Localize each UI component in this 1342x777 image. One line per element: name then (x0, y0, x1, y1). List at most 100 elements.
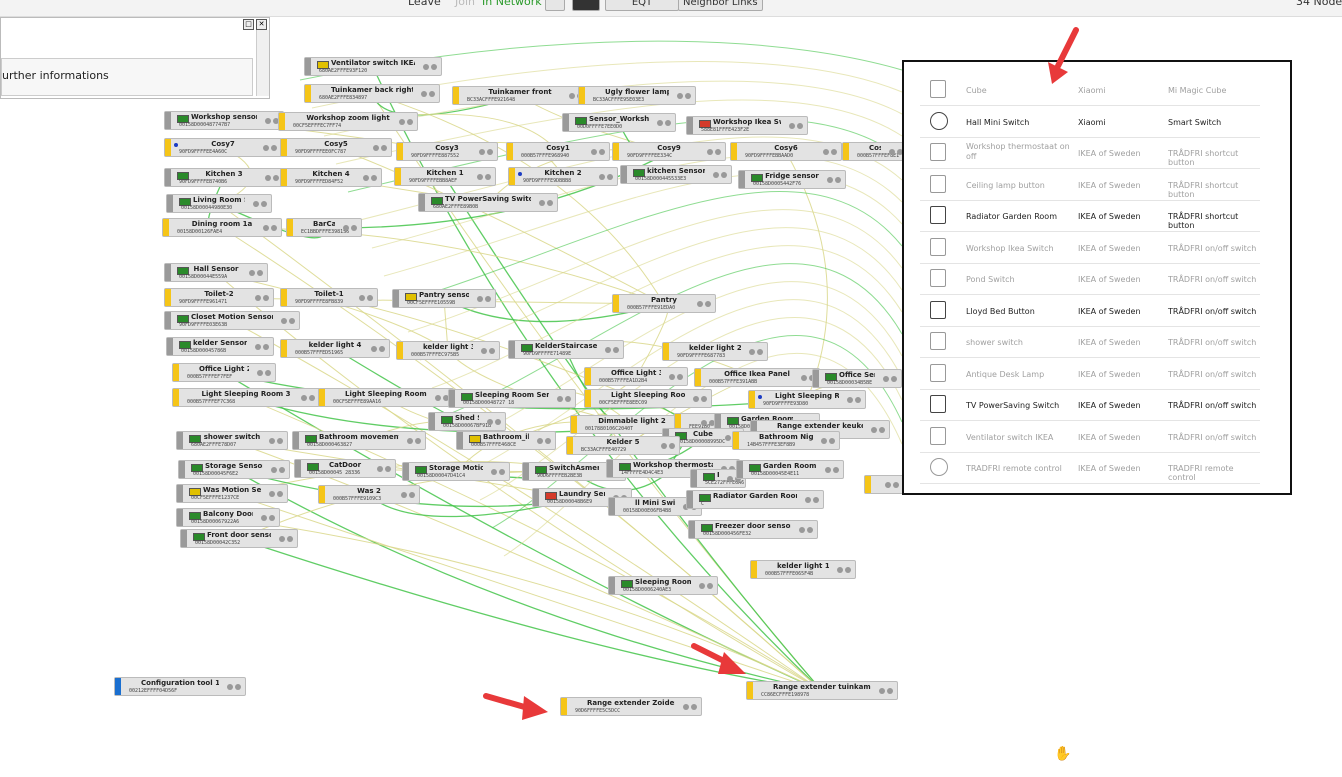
maximize-icon[interactable]: □ (243, 19, 254, 30)
node-port-icon[interactable] (435, 395, 441, 401)
node-port-icon[interactable] (431, 64, 437, 70)
network-node[interactable]: Storage Motion00158D00047D41C4 (402, 462, 510, 481)
node-port-icon[interactable] (263, 145, 269, 151)
node-port-icon[interactable] (879, 427, 885, 433)
node-port-icon[interactable] (289, 318, 295, 324)
node-port-icon[interactable] (707, 583, 713, 589)
node-port-icon[interactable] (599, 149, 605, 155)
node-port-icon[interactable] (265, 175, 271, 181)
node-port-icon[interactable] (227, 684, 233, 690)
node-port-icon[interactable] (697, 301, 703, 307)
node-port-icon[interactable] (613, 347, 619, 353)
node-port-icon[interactable] (735, 476, 741, 482)
network-node[interactable]: St (864, 475, 904, 494)
node-port-icon[interactable] (491, 469, 497, 475)
node-port-icon[interactable] (421, 91, 427, 97)
network-node[interactable]: Living Room Sensor00158D00044980E30 (166, 194, 272, 213)
node-port-icon[interactable] (271, 225, 277, 231)
node-port-icon[interactable] (371, 346, 377, 352)
node-port-icon[interactable] (269, 515, 275, 521)
node-port-icon[interactable] (721, 172, 727, 178)
node-port-icon[interactable] (477, 174, 483, 180)
node-port-icon[interactable] (879, 688, 885, 694)
node-port-icon[interactable] (605, 347, 611, 353)
node-port-icon[interactable] (477, 296, 483, 302)
node-port-icon[interactable] (709, 420, 715, 426)
node-port-icon[interactable] (883, 376, 889, 382)
node-port-icon[interactable] (277, 491, 283, 497)
node-port-icon[interactable] (665, 120, 671, 126)
node-port-icon[interactable] (309, 395, 315, 401)
node-port-icon[interactable] (479, 149, 485, 155)
network-node[interactable]: Garden Room 200158D00045E4E11 (736, 460, 844, 479)
node-port-icon[interactable] (827, 177, 833, 183)
node-port-icon[interactable] (887, 688, 893, 694)
neighbor-links-button[interactable]: Neighbor Links (678, 0, 763, 11)
node-port-icon[interactable] (371, 175, 377, 181)
node-port-icon[interactable] (377, 466, 383, 472)
node-port-icon[interactable] (813, 497, 819, 503)
node-port-icon[interactable] (415, 438, 421, 444)
join-button[interactable]: Join (455, 0, 476, 8)
node-port-icon[interactable] (351, 225, 357, 231)
node-port-icon[interactable] (701, 396, 707, 402)
node-port-icon[interactable] (837, 567, 843, 573)
node-port-icon[interactable] (807, 527, 813, 533)
node-port-icon[interactable] (693, 396, 699, 402)
node-port-icon[interactable] (343, 225, 349, 231)
node-port-icon[interactable] (847, 397, 853, 403)
node-port-icon[interactable] (823, 149, 829, 155)
node-port-icon[interactable] (359, 295, 365, 301)
network-node[interactable]: KelderStaircase Sensor90FD9FFFFE71489E (508, 340, 624, 359)
network-node[interactable]: Office Sensor00158D00034B5BE (812, 369, 902, 388)
node-port-icon[interactable] (401, 492, 407, 498)
network-node[interactable]: Bathroom movement sensor00158D000463827 (292, 431, 426, 450)
node-port-icon[interactable] (495, 419, 501, 425)
node-port-icon[interactable] (705, 301, 711, 307)
node-port-icon[interactable] (423, 64, 429, 70)
node-port-icon[interactable] (669, 374, 675, 380)
node-port-icon[interactable] (565, 396, 571, 402)
node-port-icon[interactable] (485, 174, 491, 180)
node-port-icon[interactable] (499, 469, 505, 475)
node-port-icon[interactable] (399, 119, 405, 125)
network-node[interactable]: Pond S5CE272FFFE6A6 (690, 469, 746, 488)
node-port-icon[interactable] (407, 119, 413, 125)
info-scrollbar[interactable] (256, 30, 269, 96)
node-port-icon[interactable] (801, 375, 807, 381)
network-node[interactable]: Cosy2000B57FFFEF8E1 (842, 142, 908, 161)
node-port-icon[interactable] (257, 270, 263, 276)
network-node[interactable]: Bathroom Night Light14B457FFFE3EF8B9 (732, 431, 840, 450)
node-port-icon[interactable] (855, 397, 861, 403)
node-port-icon[interactable] (443, 395, 449, 401)
node-port-icon[interactable] (569, 93, 575, 99)
